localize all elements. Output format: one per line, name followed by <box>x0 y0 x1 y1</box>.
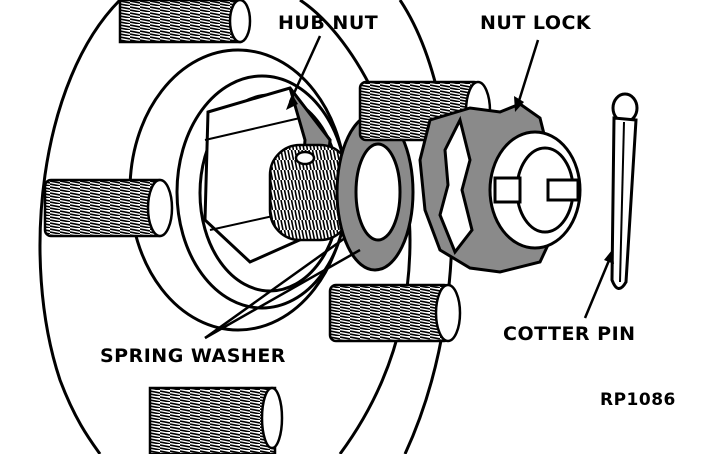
leader-hub-nut <box>288 35 322 103</box>
nut-lock-part <box>418 102 582 274</box>
spring-washer-part <box>335 112 415 272</box>
label-hub-nut: HUB NUT <box>278 12 379 34</box>
leader-spring-washer-2 <box>204 236 346 340</box>
label-nut-lock: NUT LOCK <box>480 12 592 34</box>
leader-lines <box>204 35 612 340</box>
leader-cotter-pin <box>583 257 612 319</box>
label-spring-washer: SPRING WASHER <box>100 345 286 367</box>
spindle <box>268 143 352 242</box>
wheel-stud-top <box>118 0 252 44</box>
cotter-pin-part <box>610 92 639 290</box>
leader-arrowheads <box>286 94 614 264</box>
wheel-stud-bottom <box>148 386 284 454</box>
figure-code: RP1086 <box>600 390 676 410</box>
wheel-stud-left <box>43 178 174 238</box>
label-cotter-pin: COTTER PIN <box>503 323 636 345</box>
leader-spring-washer-1 <box>204 248 361 340</box>
leader-nut-lock <box>516 39 540 105</box>
wheel-stud-lower-right <box>328 283 462 343</box>
